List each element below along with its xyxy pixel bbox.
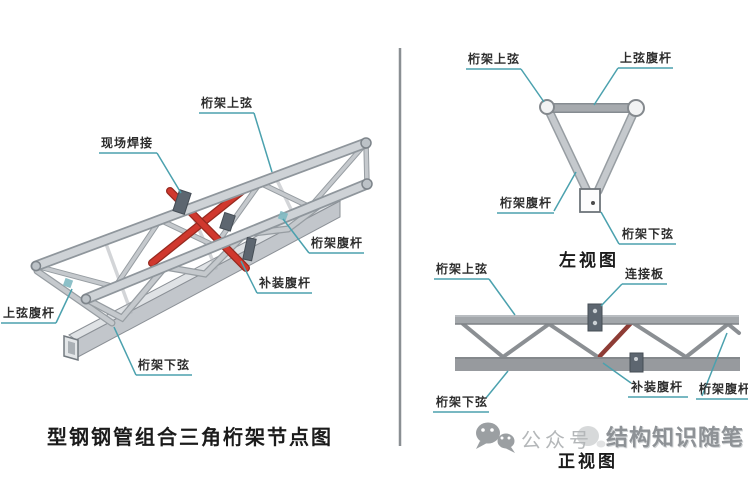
iso-label-supplement-web: 补装腹杆 [259, 276, 312, 290]
sv-label-truss-top-chord: 桁架上弦 [468, 52, 521, 66]
fv-label-connection-plate: 连接板 [625, 267, 665, 281]
front-view-caption: 正视图 [558, 452, 618, 471]
iso-truss-drawing [1, 112, 373, 376]
fv-web-members [461, 320, 741, 359]
fv-connection-plate-bottom [629, 352, 644, 373]
iso-web-members [82, 197, 329, 323]
sv-web-diagonals [545, 108, 638, 196]
iso-label-truss-bottom-chord: 桁架下弦 [138, 358, 191, 372]
sv-label-leader-lines [466, 67, 676, 245]
fv-label-truss-bottom-chord: 桁架下弦 [436, 395, 489, 409]
iso-label-truss-web: 桁架腹杆 [311, 236, 364, 250]
sv-bottom-chord-square [579, 188, 601, 213]
iso-view-caption: 型钢钢管组合三角桁架节点图 [47, 427, 333, 449]
watermark-account-name: 结构知识随笔 [606, 425, 745, 450]
front-view-drawing [433, 278, 748, 413]
sv-top-chord-left-circle [539, 99, 555, 115]
sv-label-truss-bottom-chord: 桁架下弦 [622, 227, 675, 241]
fv-label-leader-lines [433, 278, 748, 413]
side-view-drawing [466, 67, 676, 245]
iso-label-top-chord-web: 上弦腹杆 [3, 306, 56, 320]
iso-end-web [33, 267, 116, 327]
iso-label-truss-top-chord: 桁架上弦 [201, 96, 254, 110]
fv-label-truss-web: 桁架腹杆 [699, 382, 748, 396]
watermark-account-prefix: 公众号 [521, 430, 593, 452]
wechat-icon [476, 422, 606, 453]
sv-top-chord-right-circle [627, 99, 645, 117]
sv-label-truss-web: 桁架腹杆 [500, 196, 553, 210]
fv-label-truss-top-chord: 桁架上弦 [436, 262, 489, 276]
iso-top-chord-near [80, 178, 373, 305]
fv-connection-plate-top [587, 303, 603, 332]
fv-label-supplement-web: 补装腹杆 [631, 380, 684, 394]
side-view-caption: 左视图 [559, 251, 619, 270]
iso-splice-plates [62, 189, 289, 289]
iso-top-chord-far [30, 137, 372, 272]
iso-label-field-weld: 现场焊接 [101, 136, 154, 150]
fv-bottom-chord [455, 357, 740, 371]
watermark-blur-blob [577, 426, 599, 446]
iso-label-leader-lines [1, 112, 364, 376]
sv-label-top-chord-web: 上弦腹杆 [620, 51, 673, 65]
